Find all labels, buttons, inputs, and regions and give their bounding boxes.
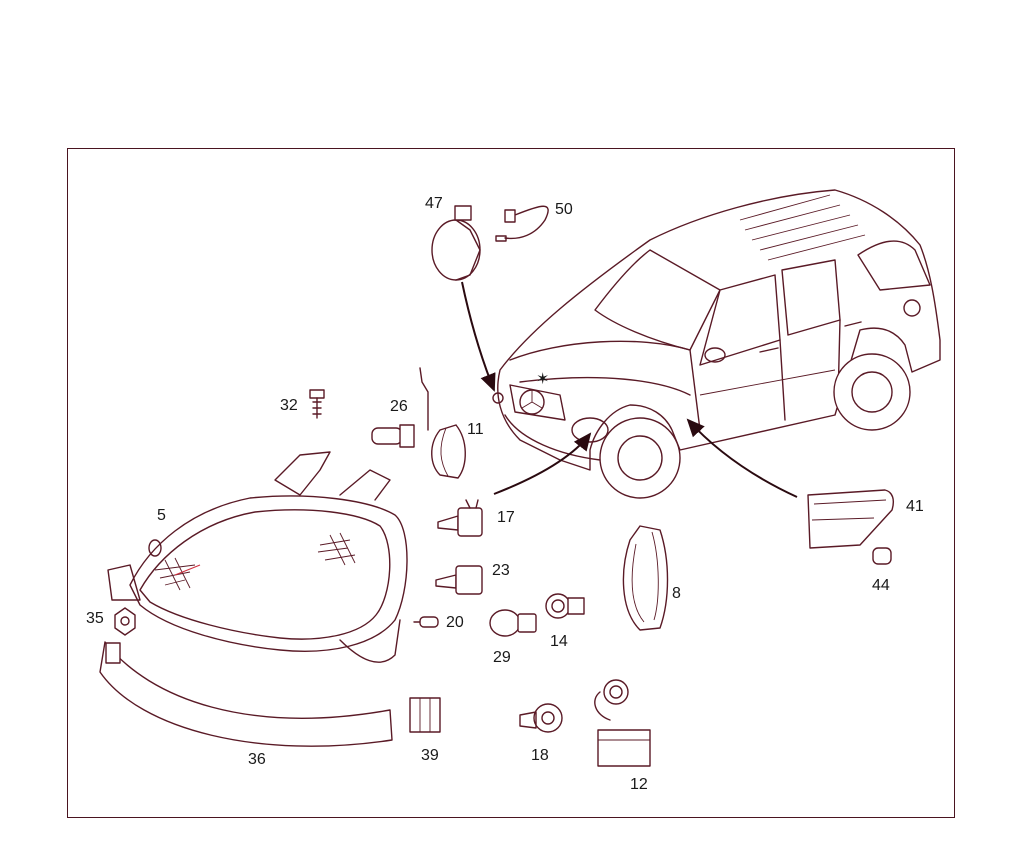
side-marker-41-part — [807, 489, 894, 549]
bulb-44-part — [872, 547, 892, 565]
callout-26: 26 — [390, 398, 408, 415]
callout-20: 20 — [446, 614, 464, 631]
callout-41: 41 — [906, 498, 924, 515]
nut-35-part — [114, 607, 136, 636]
socket-18-part — [519, 703, 563, 733]
callout-labels: 47 50 32 26 11 17 23 20 29 14 8 41 44 5 … — [86, 195, 924, 793]
callout-35: 35 — [86, 610, 104, 627]
callout-12: 12 — [630, 776, 648, 793]
bulb-17-part — [437, 499, 483, 537]
callout-8: 8 — [672, 585, 681, 602]
callout-50: 50 — [555, 201, 573, 218]
callout-36: 36 — [248, 751, 266, 768]
vehicle-emblem-mark: ✶ — [536, 371, 549, 388]
callout-11: 11 — [467, 421, 484, 438]
bulb-26-part — [371, 367, 429, 448]
callout-44: 44 — [872, 577, 890, 594]
trim-strip-36-part — [99, 641, 393, 747]
diagram-frame — [67, 148, 955, 818]
callout-32: 32 — [280, 397, 298, 414]
callout-14: 14 — [550, 633, 568, 650]
pointer-arrow-side-marker — [686, 418, 798, 498]
bulb-29-part — [489, 609, 537, 637]
clip-39-part — [409, 697, 441, 733]
bulb-20-part — [413, 616, 439, 628]
clip-11-part — [431, 424, 466, 479]
headlamp-assembly-part — [107, 451, 408, 663]
side-repeater-8-part — [622, 525, 669, 631]
pointer-arrow-headlamp — [493, 432, 592, 495]
callout-18: 18 — [531, 747, 549, 764]
pointer-arrow-fog-lamp — [461, 281, 496, 392]
callout-23: 23 — [492, 562, 510, 579]
vehicle-illustration: ✶ — [492, 189, 941, 499]
callout-17: 17 — [497, 509, 515, 526]
screw-32-part — [309, 389, 325, 419]
callout-47: 47 — [425, 195, 443, 212]
callout-5: 5 — [157, 507, 166, 524]
callout-29: 29 — [493, 649, 511, 666]
bulb-23-part — [435, 565, 483, 595]
bulb-50-part — [495, 205, 549, 242]
callout-39: 39 — [421, 747, 439, 764]
lamp-12-part — [594, 679, 651, 767]
fog-lamp-part — [431, 205, 481, 281]
socket-14-part — [545, 593, 585, 619]
